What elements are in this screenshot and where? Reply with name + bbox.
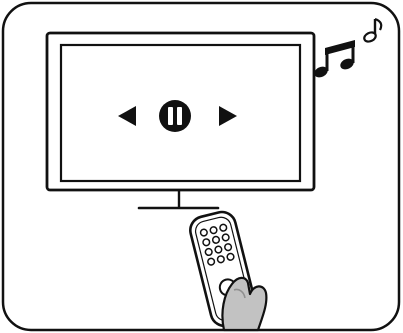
remote-key [217,255,225,263]
remote-key [200,229,208,237]
remote-key [222,233,230,241]
remote-key [210,226,218,234]
remote-key [214,246,222,254]
remote-key [219,224,227,232]
remote-key [227,253,235,261]
pause-circle-icon [159,100,191,132]
tv [47,33,314,208]
remote-key [202,238,210,246]
remote-key [212,236,220,244]
remote-key [224,243,232,251]
remote-key [205,248,213,256]
remote-key [207,258,215,266]
